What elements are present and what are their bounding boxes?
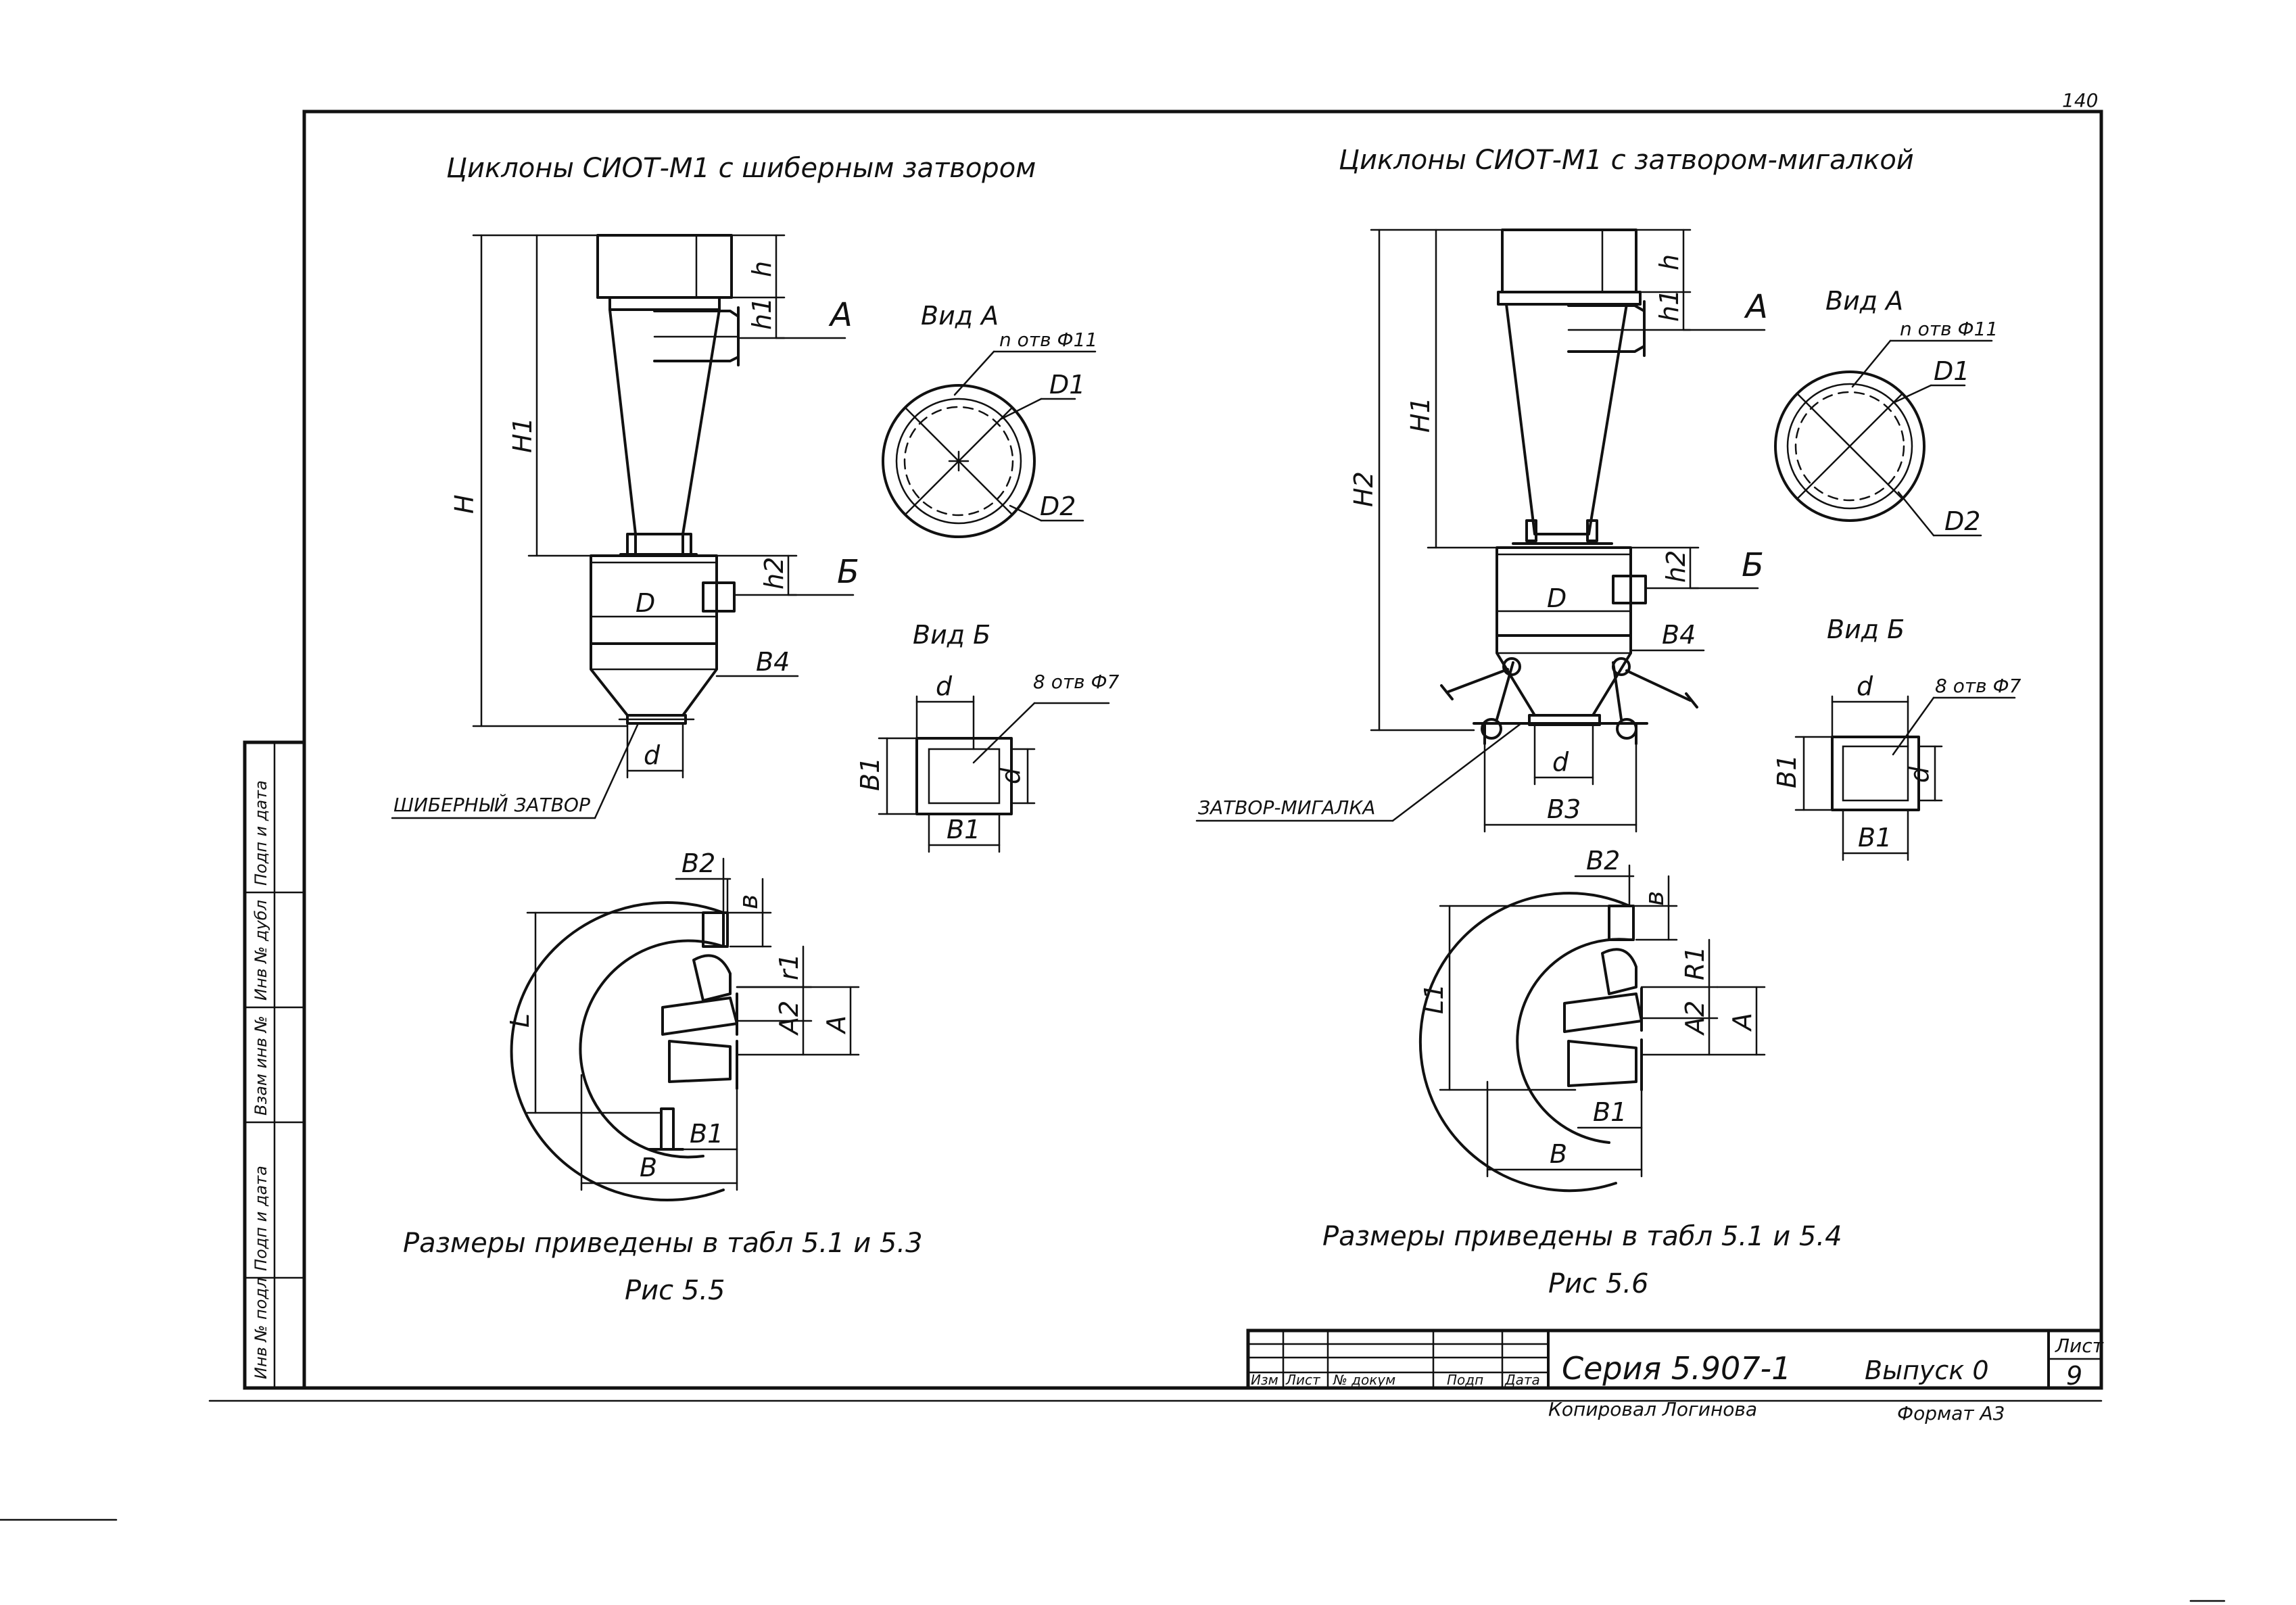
plan-b: в — [1640, 891, 1669, 906]
plan-R1: R1 — [1680, 946, 1710, 980]
stamp-sheet-label: Лист — [2055, 1335, 2104, 1357]
stamp-col: Изм — [1251, 1372, 1278, 1388]
stamp-sheet-number: 9 — [2066, 1361, 2082, 1391]
stamp-format: Формат А3 — [1897, 1402, 2005, 1424]
dim-H1: H1 — [508, 417, 537, 453]
dim-B3: B3 — [1547, 794, 1581, 824]
dim-H: H — [450, 494, 479, 514]
view-a-D1: D1 — [1934, 356, 1969, 386]
dim-H1: H1 — [1406, 397, 1435, 433]
left-view-b: Вид Б d 8 отв Ф7 d B1 B1 — [855, 620, 1120, 853]
view-a-holes: n отв Ф11 — [1900, 318, 1998, 340]
dim-d: d — [1552, 747, 1569, 777]
view-b-B1-side: B1 — [1772, 754, 1802, 788]
dim-h2: h2 — [759, 557, 789, 590]
view-b-B1-side: B1 — [855, 757, 885, 791]
sidebar-cell: Взам инв № — [252, 1015, 270, 1116]
dim-H2: H2 — [1349, 471, 1379, 507]
plan-L: L — [505, 1013, 535, 1028]
sidebar-cell: Подп и дата — [252, 780, 270, 886]
plan-b: в — [734, 894, 763, 909]
dim-h: h — [1654, 254, 1684, 270]
left-title: Циклоны СИОТ-М1 с шиберным затвором — [446, 153, 1036, 184]
right-title: Циклоны СИОТ-М1 с затвором-мигалкой — [1339, 145, 1914, 176]
stamp-col: Лист — [1285, 1372, 1321, 1388]
view-a-title: Вид А — [921, 301, 999, 331]
left-note: Размеры приведены в табл 5.1 и 5.3 — [403, 1228, 923, 1259]
left-figure-caption: Рис 5.5 — [625, 1275, 725, 1306]
dim-h2: h2 — [1661, 550, 1691, 583]
title-block: Изм Лист № докум Подп Дата Серия 5.907-1… — [1246, 1328, 2104, 1424]
plan-A2: A2 — [1680, 1001, 1710, 1036]
view-b-title: Вид Б — [913, 620, 990, 650]
view-b-B1-bottom: B1 — [1858, 823, 1892, 853]
dim-B4: B4 — [756, 647, 790, 677]
label-flap-valve: ЗАТВОР-МИГАЛКА — [1198, 796, 1375, 819]
right-view-b: Вид Б d 8 отв Ф7 d B1 B1 — [1772, 615, 2022, 861]
plan-B1: B1 — [1593, 1097, 1627, 1127]
right-note: Размеры приведены в табл 5.1 и 5.4 — [1322, 1221, 1842, 1252]
plan-A: A — [821, 1015, 851, 1035]
plan-B1: B1 — [690, 1119, 723, 1149]
view-arrow-A: A — [828, 296, 853, 334]
plan-A2: A2 — [774, 1001, 804, 1036]
left-dimensions: H H1 h h1 A h2 Б D B4 d ШИБЕРН — [391, 234, 859, 819]
plan-B: B — [1550, 1139, 1567, 1169]
view-b-B1-bottom: B1 — [947, 815, 980, 844]
dim-B4: B4 — [1662, 620, 1696, 650]
view-a-D1: D1 — [1049, 370, 1085, 400]
view-a-title: Вид А — [1825, 286, 1903, 316]
dim-h: h — [747, 261, 777, 277]
view-b-d-top: d — [936, 671, 953, 701]
left-cyclone — [590, 234, 740, 725]
view-arrow-B: Б — [837, 553, 859, 591]
view-b-title: Вид Б — [1827, 615, 1905, 644]
view-b-holes: 8 отв Ф7 — [1033, 671, 1120, 693]
sidebar-cell: Инв № подл — [252, 1278, 270, 1379]
right-figure-caption: Рис 5.6 — [1548, 1268, 1648, 1299]
dim-h1: h1 — [1654, 289, 1684, 322]
left-plan-view: B2 в r1 A2 A L B1 B — [505, 848, 860, 1201]
plan-B2: B2 — [1586, 846, 1620, 876]
view-b-d-side: d — [1905, 766, 1934, 783]
plan-r1: r1 — [774, 953, 804, 980]
dim-D: D — [636, 588, 655, 618]
top-mark: 140 — [2062, 89, 2098, 112]
plan-A: A — [1727, 1013, 1757, 1032]
sidebar-cell: Подп и дата — [252, 1166, 270, 1271]
plan-L1: L1 — [1419, 984, 1449, 1014]
right-cyclone — [1440, 229, 1698, 745]
view-a-D2: D2 — [1944, 506, 1980, 536]
stamp-col: № докум — [1333, 1372, 1395, 1388]
left-view-a: Вид А n отв Ф11 D1 D2 — [882, 301, 1097, 538]
view-b-d-top: d — [1857, 671, 1873, 701]
view-arrow-B: Б — [1742, 546, 1764, 584]
sidebar: Инв № подл Подп и дата Взам инв № Инв № … — [243, 740, 306, 1390]
dim-d: d — [644, 740, 661, 770]
dim-h1: h1 — [747, 297, 777, 330]
view-arrow-A: A — [1744, 288, 1768, 326]
view-a-holes: n отв Ф11 — [999, 329, 1097, 351]
dim-D: D — [1547, 583, 1566, 613]
stamp-series: Серия 5.907-1 — [1562, 1350, 1791, 1387]
plan-B: B — [640, 1153, 657, 1182]
stamp-copied: Копировал Логинова — [1548, 1398, 1757, 1420]
stamp-col: Подп — [1447, 1372, 1483, 1388]
stamp-issue: Выпуск 0 — [1865, 1356, 1989, 1385]
view-b-d-side: d — [996, 767, 1026, 784]
view-a-D2: D2 — [1040, 492, 1076, 521]
right-view-a: Вид А n отв Ф11 D1 D2 — [1774, 286, 1998, 537]
label-slide-valve: ШИБЕРНЫЙ ЗАТВОР — [393, 793, 590, 816]
stamp-col: Дата — [1504, 1372, 1540, 1388]
view-b-holes: 8 отв Ф7 — [1935, 675, 2022, 697]
right-plan-view: B2 в R1 A2 A L1 B1 B — [1418, 846, 1766, 1193]
plan-B2: B2 — [681, 848, 715, 878]
right-dimensions: H2 H1 h h1 A h2 Б D B4 d B3 ЗАТВОР-МИГАЛ… — [1195, 229, 1768, 833]
sidebar-cell: Инв № дубл — [252, 900, 270, 1001]
